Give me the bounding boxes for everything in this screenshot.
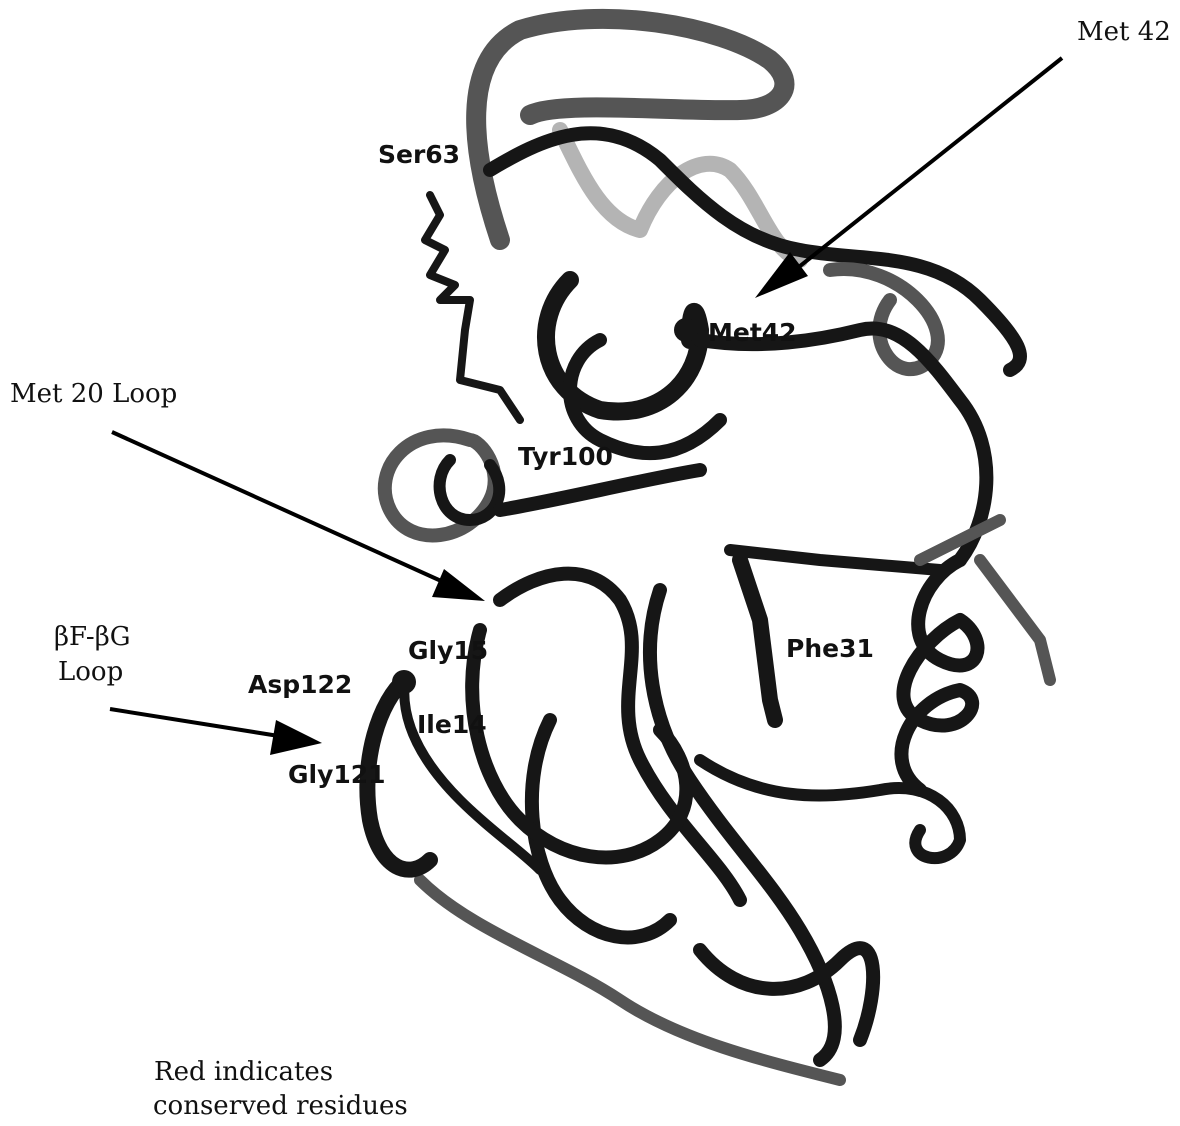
met20-loop-arrowhead <box>432 569 485 601</box>
ribbon-segment <box>532 720 670 937</box>
legend-note-line2: conserved residues <box>153 1091 408 1121</box>
bf-bg-loop-arrow-line <box>110 709 285 737</box>
ribbon-segment <box>700 948 873 1040</box>
residue-label-gly15: Gly15 <box>408 636 488 665</box>
residue-label-gly121: Gly121 <box>288 760 386 789</box>
ribbon-segment <box>901 560 977 790</box>
ribbon-segment <box>500 470 700 510</box>
ribbon-segment <box>476 19 784 240</box>
legend-note-line1: Red indicates <box>154 1057 333 1087</box>
bf-bg-loop-arrowhead <box>270 720 322 755</box>
ribbon-segment <box>700 328 986 560</box>
ribbon-segment <box>730 550 940 570</box>
met42-atom <box>674 318 698 342</box>
asp122-atom <box>392 670 416 694</box>
callout-label-met20-loop: Met 20 Loop <box>10 379 177 409</box>
callout-label-met42: Met 42 <box>1077 17 1171 47</box>
residue-label-tyr100: Tyr100 <box>518 442 613 471</box>
residue-label-ile14: Ile14 <box>417 710 487 739</box>
residue-label-asp122: Asp122 <box>248 670 352 699</box>
met42-arrow-line <box>790 58 1062 274</box>
protein-backbone <box>367 19 1050 1080</box>
residue-label-met42: Met42 <box>708 318 797 347</box>
callout-label-bf-bg-loop-line1: βF-βG <box>54 622 131 652</box>
ribbon-segment <box>420 880 840 1080</box>
phe31-strand <box>740 560 775 720</box>
callout-label-bf-bg-loop-line2: Loop <box>58 657 123 687</box>
legend-note: Red indicates conserved residues <box>153 1057 408 1121</box>
residue-label-phe31: Phe31 <box>786 634 874 663</box>
residue-label-ser63: Ser63 <box>378 140 460 169</box>
